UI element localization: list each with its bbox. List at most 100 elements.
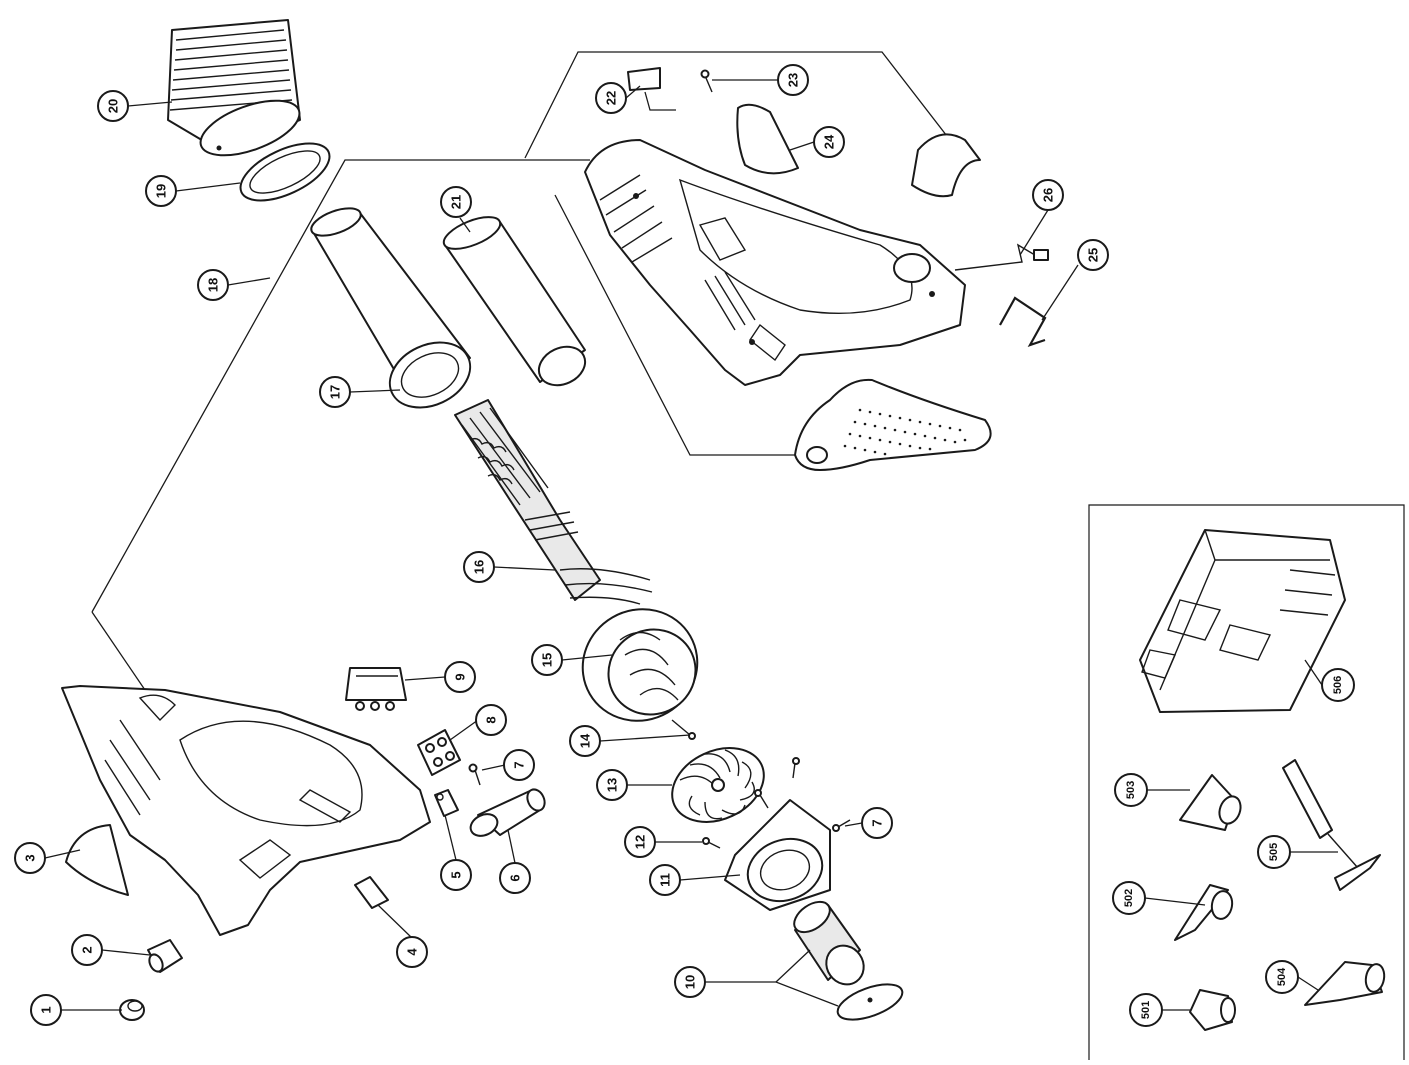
svg-text:20: 20 <box>106 99 121 113</box>
callout-6: 6 <box>499 862 531 894</box>
callout-26: 26 <box>1032 179 1064 211</box>
part-21-outer-tube <box>442 216 587 387</box>
part-3-side-cover <box>65 824 129 896</box>
part-23-screw <box>700 69 713 93</box>
svg-text:501: 501 <box>1140 1001 1152 1019</box>
svg-text:19: 19 <box>154 184 169 198</box>
part-4-block <box>354 876 389 909</box>
part-502-nozzle <box>1174 884 1234 941</box>
svg-text:10: 10 <box>683 975 698 989</box>
callout-22: 22 <box>595 82 627 114</box>
part-20-bellows-nozzle <box>167 19 301 157</box>
callout-21: 21 <box>440 186 472 218</box>
svg-text:18: 18 <box>206 278 221 292</box>
part-17-flange <box>388 341 472 409</box>
svg-text:11: 11 <box>658 873 673 887</box>
callout-505: 505 <box>1257 835 1291 869</box>
part-perforated-guard <box>794 378 992 471</box>
part-501-nozzle <box>1189 989 1236 1031</box>
svg-text:504: 504 <box>1276 967 1288 986</box>
svg-text:26: 26 <box>1041 188 1056 202</box>
part-26-cord <box>954 243 1049 271</box>
left-housing-half <box>61 685 431 936</box>
callout-20: 20 <box>97 90 129 122</box>
svg-text:16: 16 <box>472 560 487 574</box>
callout-2: 2 <box>71 934 103 966</box>
accessories-panel <box>1088 504 1405 1060</box>
callout-7-left: 7 <box>503 749 535 781</box>
part-1-knob <box>119 999 145 1021</box>
svg-text:3: 3 <box>23 854 38 861</box>
callout-19: 19 <box>145 175 177 207</box>
svg-text:1: 1 <box>39 1006 54 1013</box>
svg-text:503: 503 <box>1125 781 1137 799</box>
part-6-strain-relief <box>469 788 546 837</box>
part-15-fan-housing <box>581 608 699 722</box>
part-10-motor <box>793 900 904 1021</box>
callout-5: 5 <box>440 859 472 891</box>
callout-25: 25 <box>1077 239 1109 271</box>
callout-501: 501 <box>1129 993 1163 1027</box>
part-504-nozzle <box>1304 961 1386 1006</box>
callout-8: 8 <box>475 704 507 736</box>
part-505-scraper <box>1282 759 1381 891</box>
part-16-heating-element <box>454 399 653 605</box>
callout-10: 10 <box>674 966 706 998</box>
callout-leaders <box>44 79 1338 1011</box>
callout-23: 23 <box>777 64 809 96</box>
callout-18: 18 <box>197 269 229 301</box>
callout-1: 1 <box>30 994 62 1026</box>
svg-text:6: 6 <box>508 874 523 881</box>
assembly-lines <box>91 51 951 691</box>
part-7-screw-left <box>468 763 481 786</box>
svg-text:22: 22 <box>604 91 619 105</box>
svg-text:4: 4 <box>405 948 420 956</box>
svg-text:8: 8 <box>484 716 499 723</box>
callout-14: 14 <box>569 725 601 757</box>
part-506-carry-case <box>1139 529 1346 713</box>
callout-13: 13 <box>596 769 628 801</box>
part-13-impeller <box>671 747 765 823</box>
svg-text:505: 505 <box>1268 843 1280 861</box>
svg-text:24: 24 <box>822 134 837 149</box>
part-22-label <box>627 67 676 111</box>
part-clip-upper <box>911 133 981 198</box>
svg-text:15: 15 <box>540 653 555 667</box>
part-5-cable-clamp <box>434 789 459 817</box>
part-9-switch <box>345 667 407 711</box>
svg-text:506: 506 <box>1332 676 1344 694</box>
part-19-ring <box>239 142 331 202</box>
svg-text:14: 14 <box>578 733 593 748</box>
right-housing-half <box>584 139 966 386</box>
part-11-motor-housing <box>724 799 831 911</box>
part-8-terminal-block <box>417 729 461 776</box>
part-25-stand <box>999 296 1047 347</box>
svg-text:5: 5 <box>449 871 464 878</box>
svg-text:9: 9 <box>453 673 468 680</box>
callout-15: 15 <box>531 644 563 676</box>
svg-text:17: 17 <box>328 385 343 399</box>
callout-9: 9 <box>444 661 476 693</box>
callout-7-right: 7 <box>861 807 893 839</box>
svg-text:7: 7 <box>512 761 527 768</box>
svg-text:21: 21 <box>449 195 464 209</box>
callout-502: 502 <box>1112 881 1146 915</box>
part-503-nozzle <box>1179 774 1242 831</box>
part-14-screw <box>671 719 696 740</box>
callout-504: 504 <box>1265 960 1299 994</box>
callout-4: 4 <box>396 936 428 968</box>
callout-506: 506 <box>1321 668 1355 702</box>
part-2-button <box>147 939 183 973</box>
svg-text:2: 2 <box>80 946 95 953</box>
svg-text:25: 25 <box>1086 248 1101 262</box>
svg-text:12: 12 <box>633 835 648 849</box>
screws-motor-housing <box>702 757 851 849</box>
part-24-window <box>736 103 799 175</box>
callout-17: 17 <box>319 376 351 408</box>
callout-12: 12 <box>624 826 656 858</box>
svg-text:23: 23 <box>786 73 801 87</box>
svg-text:13: 13 <box>605 778 620 792</box>
svg-text:7: 7 <box>870 819 885 826</box>
callout-503: 503 <box>1114 773 1148 807</box>
